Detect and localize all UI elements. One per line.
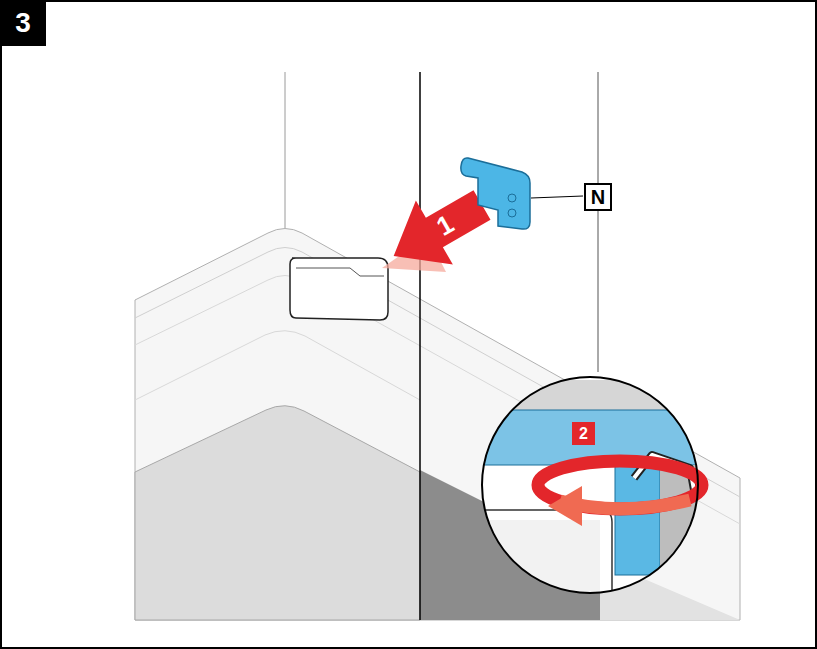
part-hole [508, 209, 516, 217]
wall-edge [598, 72, 599, 183]
leader-line [531, 196, 583, 198]
mounting-clip-detail [296, 268, 384, 276]
appliance-cavity [135, 406, 420, 620]
step-number: 3 [0, 0, 46, 46]
detail-content [470, 380, 710, 600]
appliance-edge [135, 331, 420, 400]
wall-edge [598, 210, 599, 372]
detail-inset-border [482, 377, 698, 593]
wall-edge [285, 72, 286, 228]
callout-number: 2 [572, 422, 595, 445]
appliance-top [135, 229, 740, 621]
callout-number: 1 [422, 202, 468, 248]
blue-part [461, 158, 530, 229]
divider-line [419, 72, 421, 620]
mounting-clip [290, 258, 388, 320]
part-label: N [584, 183, 612, 211]
rotation-arrowhead [548, 486, 582, 526]
part-hole [508, 194, 516, 202]
